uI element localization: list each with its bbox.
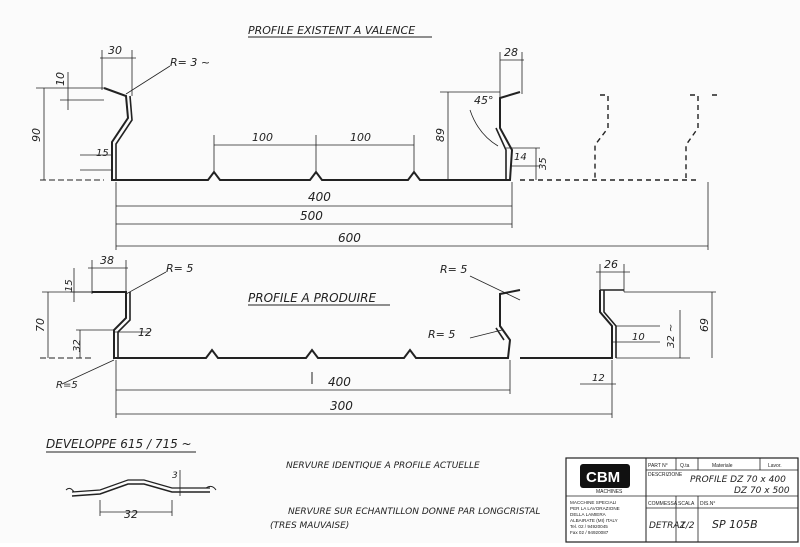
dim-32-detail: 32 <box>124 508 138 521</box>
description-line-2: DZ 70 x 500 <box>734 486 790 496</box>
dim-30: 30 <box>108 44 122 57</box>
dim-38: 38 <box>100 254 114 267</box>
company-line-6: Fax 02 / 94920087 <box>570 530 609 535</box>
dim-14: 14 <box>514 152 527 163</box>
drawing-number: SP 105B <box>712 518 758 531</box>
header-part: PART N° <box>648 463 668 469</box>
dim-500: 500 <box>300 209 323 223</box>
header-description: DESCRIZIONE <box>648 472 683 478</box>
header-scala: SCALA <box>678 501 695 507</box>
title-block: CBM MACHINES MACCHINE SPECIALI PER LA LA… <box>565 457 799 543</box>
logo-subtext: MACHINES <box>596 489 623 495</box>
header-commessa: COMMESSA <box>648 501 678 507</box>
existing-profile-continuation <box>520 94 720 181</box>
dim-r5-a: R= 5 <box>166 262 193 275</box>
dim-600: 600 <box>338 231 361 245</box>
dim-15-mid: 15 <box>64 279 75 292</box>
dim-32-approx: 32 ~ <box>666 324 677 348</box>
dim-89: 89 <box>434 128 447 142</box>
existing-profile-outline <box>103 87 521 181</box>
description-line-1: PROFILE DZ 70 x 400 <box>690 475 786 485</box>
company-line-3: DELLA LAMIERA <box>570 512 607 517</box>
note-rib-identical: NERVURE IDENTIQUE A PROFILE ACTUELLE <box>286 461 480 471</box>
dim-10: 10 <box>54 72 67 86</box>
dim-3-detail: 3 <box>172 471 178 481</box>
company-line-4: ALBAIRATE (MI) ITALY <box>570 518 618 523</box>
dim-10-mid: 10 <box>632 332 645 343</box>
rib-detail: 32 3 <box>65 470 217 521</box>
dim-12-right: 12 <box>592 373 605 384</box>
commessa-value: DETRAZ <box>649 521 687 531</box>
dim-100-b: 100 <box>350 131 371 144</box>
logo-text: CBM <box>586 469 620 486</box>
dim-28: 28 <box>504 46 518 59</box>
dim-r5-c: R= 5 <box>428 328 455 341</box>
dim-90: 90 <box>30 128 43 142</box>
company-line-5: Tel. 02 / 94920045 <box>570 524 608 529</box>
dim-35: 35 <box>538 157 549 170</box>
header-lavor: Lavor. <box>768 463 782 469</box>
dim-r3: R= 3 ~ <box>170 56 210 69</box>
note-rib-sample: NERVURE SUR ECHANTILLON DONNE PAR LONGCR… <box>288 507 540 517</box>
dim-32-mid: 32 <box>72 339 83 352</box>
dim-r5-b: R= 5 <box>440 263 467 276</box>
note-very-bad: (TRES MAUVAISE) <box>270 521 349 531</box>
header-qty: Q.ta <box>680 463 690 469</box>
scala-value: 1/2 <box>680 521 695 531</box>
company-line-2: PER LA LAVORAZIONE <box>570 506 620 511</box>
dim-70: 70 <box>34 318 47 332</box>
dim-400: 400 <box>308 190 331 204</box>
title-profile-to-produce: PROFILE A PRODUIRE <box>248 291 376 305</box>
header-dis: DIS.N° <box>700 501 715 507</box>
developpe-label: DEVELOPPE 615 / 715 ~ <box>46 437 192 451</box>
dim-45deg: 45° <box>474 94 494 107</box>
new-profile-dimensions: 38 R= 5 R= 5 R= 5 26 15 70 12 32 R=5 10 … <box>34 254 716 418</box>
dim-100-a: 100 <box>252 131 273 144</box>
title-existing-profile: PROFILE EXISTENT A VALENCE <box>248 24 415 37</box>
dim-400-mid: 400 <box>328 375 351 389</box>
dim-15: 15 <box>96 148 109 159</box>
dim-300: 300 <box>330 399 353 413</box>
existing-profile-dimensions: 30 28 R= 3 ~ 10 90 15 100 100 89 45° 14 … <box>30 44 709 250</box>
company-line-1: MACCHINE SPECIALI <box>570 500 616 505</box>
dim-26: 26 <box>604 258 618 271</box>
header-material: Materiale <box>712 463 733 469</box>
dim-12-mid: 12 <box>138 326 152 339</box>
cbm-logo <box>580 464 630 488</box>
dim-r5-d: R=5 <box>56 380 78 391</box>
dim-69: 69 <box>697 318 710 332</box>
